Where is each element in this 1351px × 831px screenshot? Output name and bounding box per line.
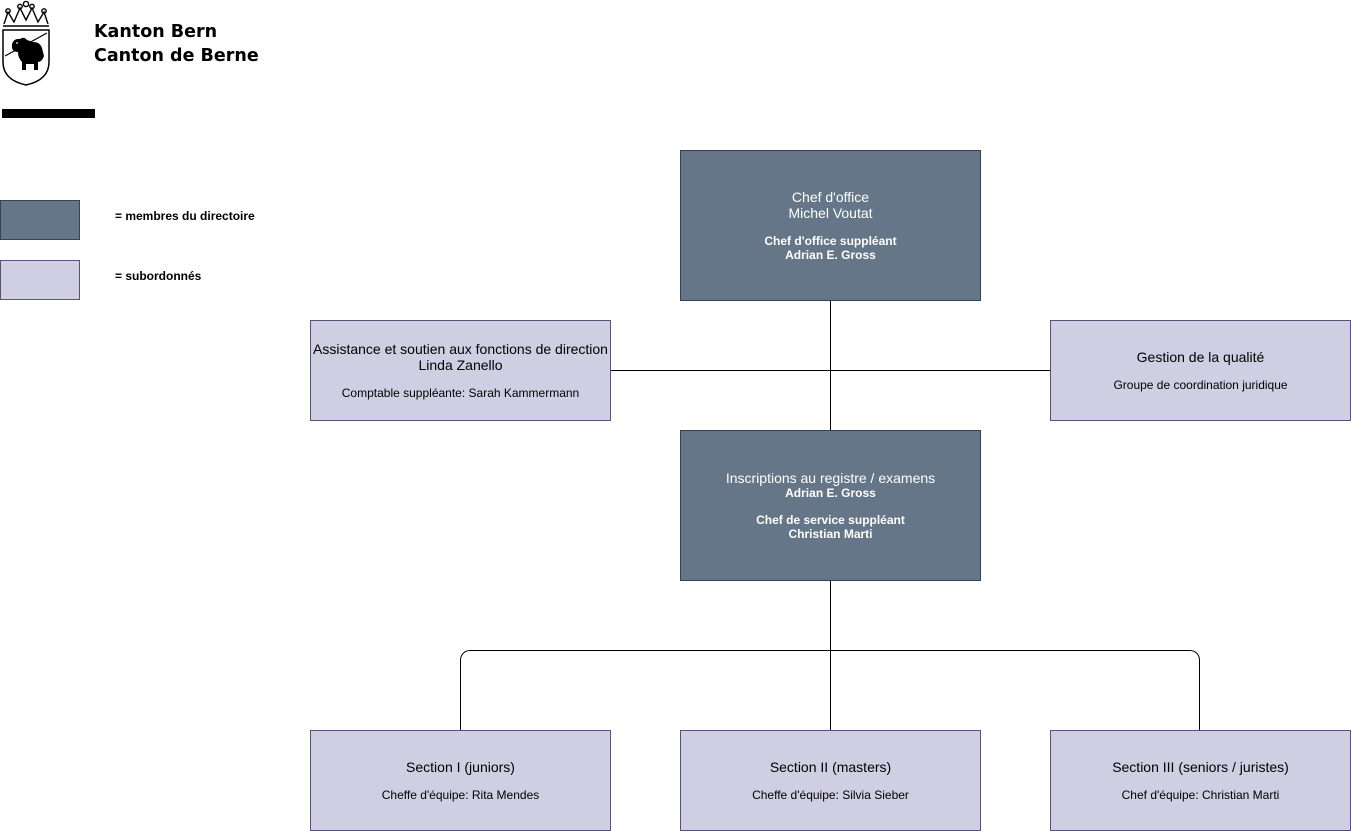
assistance-note: Comptable suppléante: Sarah Kammermann — [341, 386, 580, 400]
canton-title: Kanton Bern Canton de Berne — [94, 20, 259, 68]
quality-box[interactable]: Gestion de la qualité Groupe de coordina… — [1050, 320, 1351, 421]
quality-title: Gestion de la qualité — [1136, 349, 1265, 365]
section-1-box[interactable]: Section I (juniors) Cheffe d'équipe: Rit… — [310, 730, 611, 831]
assistance-name: Linda Zanello — [418, 357, 503, 373]
registry-name: Adrian E. Gross — [785, 486, 876, 500]
section-3-title: Section III (seniors / juristes) — [1112, 759, 1289, 775]
assistance-box[interactable]: Assistance et soutien aux fonctions de d… — [310, 320, 611, 421]
canton-bern-coat-of-arms-logo — [2, 0, 50, 86]
section-1-title: Section I (juniors) — [406, 759, 515, 775]
chief-deputy-name: Adrian E. Gross — [785, 248, 876, 262]
connector-chief-to-registry — [830, 300, 831, 430]
legend-directors-swatch — [0, 200, 80, 240]
canton-title-french: Canton de Berne — [94, 46, 259, 66]
section-2-lead: Cheffe d'équipe: Silvia Sieber — [752, 788, 909, 802]
connector-staff-horizontal — [610, 370, 1050, 371]
header-divider-bar — [2, 109, 95, 118]
registry-deputy-name: Christian Marti — [788, 527, 873, 541]
chief-deputy-title: Chef d'office suppléant — [764, 234, 897, 248]
section-1-lead: Cheffe d'équipe: Rita Mendes — [381, 788, 540, 802]
registry-box[interactable]: Inscriptions au registre / examens Adria… — [680, 430, 981, 581]
quality-note: Groupe de coordination juridique — [1113, 378, 1288, 392]
legend-directors-label: = membres du directoire — [115, 209, 255, 223]
section-2-box[interactable]: Section II (masters) Cheffe d'équipe: Si… — [680, 730, 981, 831]
registry-title: Inscriptions au registre / examens — [725, 470, 936, 486]
chief-office-box[interactable]: Chef d'office Michel Voutat Chef d'offic… — [680, 150, 981, 301]
connector-registry-to-sections — [830, 580, 831, 730]
chief-office-name: Michel Voutat — [788, 205, 873, 221]
registry-deputy-title: Chef de service suppléant — [756, 513, 905, 527]
connector-sections-branch — [460, 650, 1200, 730]
section-2-title: Section II (masters) — [769, 759, 892, 775]
section-3-box[interactable]: Section III (seniors / juristes) Chef d'… — [1050, 730, 1351, 831]
canton-title-german: Kanton Bern — [94, 22, 218, 42]
chief-office-title: Chef d'office — [791, 189, 870, 205]
assistance-title: Assistance et soutien aux fonctions de d… — [313, 341, 608, 357]
section-3-lead: Chef d'équipe: Christian Marti — [1121, 788, 1280, 802]
legend-subordinates-label: = subordonnés — [115, 269, 202, 283]
legend-subordinates-swatch — [0, 260, 80, 300]
